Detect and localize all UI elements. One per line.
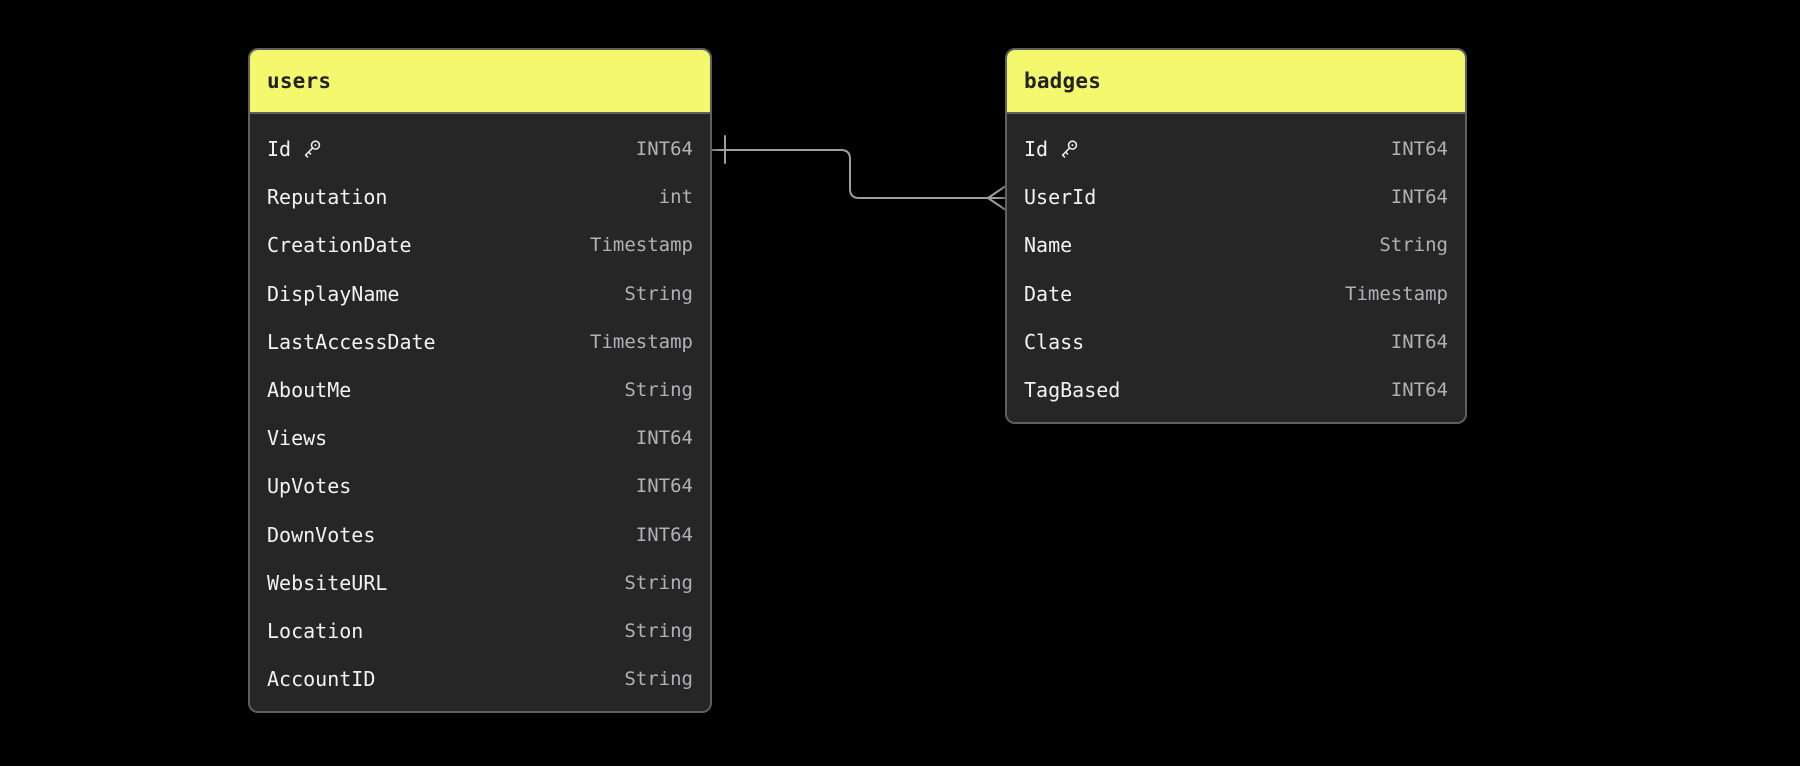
entity-title: badges xyxy=(1024,69,1102,93)
field-row[interactable]: AboutMe String xyxy=(250,366,710,414)
field-row[interactable]: Class INT64 xyxy=(1007,318,1465,366)
field-type: INT64 xyxy=(1390,330,1448,353)
field-name-group: WebsiteURL xyxy=(267,571,387,595)
field-name-group: LastAccessDate xyxy=(267,330,436,354)
field-name-group: Id xyxy=(267,137,323,161)
field-type: Timestamp xyxy=(590,330,693,353)
entity-header-badges[interactable]: badges xyxy=(1007,50,1465,114)
field-name: LastAccessDate xyxy=(267,329,436,354)
entity-table-users[interactable]: users Id INT64 Reputation int CreationDa… xyxy=(248,48,712,714)
field-name: Id xyxy=(1024,137,1049,162)
field-name: UserId xyxy=(1024,185,1097,210)
field-row[interactable]: DownVotes INT64 xyxy=(250,511,710,559)
field-name: UpVotes xyxy=(267,474,352,499)
field-type: INT64 xyxy=(635,523,693,546)
field-row[interactable]: Reputation int xyxy=(250,173,710,221)
field-name: Class xyxy=(1024,329,1085,354)
primary-key-icon xyxy=(304,140,321,158)
field-type: String xyxy=(624,282,693,305)
field-type: INT64 xyxy=(635,138,693,161)
field-name-group: UserId xyxy=(1024,185,1096,209)
field-name: Date xyxy=(1024,281,1073,306)
field-row[interactable]: AccountID String xyxy=(250,655,710,703)
field-row[interactable]: DisplayName String xyxy=(250,270,710,318)
field-type: Timestamp xyxy=(1345,282,1448,305)
field-type: INT64 xyxy=(635,475,693,498)
field-name: WebsiteURL xyxy=(267,570,388,595)
entity-table-badges[interactable]: badges Id INT64 UserId INT64 Name xyxy=(1005,48,1467,425)
field-name-group: DownVotes xyxy=(267,523,375,547)
field-type: String xyxy=(624,668,693,691)
field-name: Views xyxy=(267,426,328,451)
entity-header-users[interactable]: users xyxy=(250,50,710,114)
field-type: String xyxy=(624,379,693,402)
field-name: TagBased xyxy=(1024,378,1121,403)
field-type: String xyxy=(1379,234,1448,257)
field-name-group: CreationDate xyxy=(267,233,412,257)
field-type: Timestamp xyxy=(590,234,693,257)
field-name: AboutMe xyxy=(267,378,352,403)
field-name: DisplayName xyxy=(267,281,400,306)
field-row[interactable]: CreationDate Timestamp xyxy=(250,221,710,269)
entity-fields-badges: Id INT64 UserId INT64 Name String xyxy=(1007,114,1465,423)
field-row[interactable]: Date Timestamp xyxy=(1007,270,1465,318)
primary-key-icon xyxy=(1061,140,1078,158)
field-name-group: Reputation xyxy=(267,185,387,209)
field-name-group: AboutMe xyxy=(267,378,351,402)
field-name: AccountID xyxy=(267,667,376,692)
field-name: DownVotes xyxy=(267,522,376,547)
field-name-group: AccountID xyxy=(267,667,375,691)
field-row[interactable]: Id INT64 xyxy=(250,125,710,173)
field-row[interactable]: UpVotes INT64 xyxy=(250,462,710,510)
field-name: Reputation xyxy=(267,185,388,210)
field-name: CreationDate xyxy=(267,233,412,258)
field-type: int xyxy=(658,186,693,209)
field-name-group: Views xyxy=(267,426,327,450)
field-name: Id xyxy=(267,137,292,162)
field-row[interactable]: Views INT64 xyxy=(250,414,710,462)
field-type: INT64 xyxy=(635,427,693,450)
field-row[interactable]: Location String xyxy=(250,607,710,655)
field-name-group: Date xyxy=(1024,282,1072,306)
field-type: String xyxy=(624,619,693,642)
field-type: String xyxy=(624,571,693,594)
field-type: INT64 xyxy=(1390,186,1448,209)
field-name: Name xyxy=(1024,233,1073,258)
field-name-group: TagBased xyxy=(1024,378,1120,402)
field-row[interactable]: Id INT64 xyxy=(1007,125,1465,173)
field-row[interactable]: LastAccessDate Timestamp xyxy=(250,318,710,366)
field-type: INT64 xyxy=(1390,379,1448,402)
field-name-group: Location xyxy=(267,619,363,643)
field-row[interactable]: UserId INT64 xyxy=(1007,173,1465,221)
entity-fields-users: Id INT64 Reputation int CreationDate Tim… xyxy=(250,114,710,712)
field-type: INT64 xyxy=(1390,138,1448,161)
field-name-group: Name xyxy=(1024,233,1072,257)
field-name-group: Id xyxy=(1024,137,1080,161)
field-name-group: Class xyxy=(1024,330,1084,354)
field-name: Location xyxy=(267,618,364,643)
connector-path xyxy=(711,149,989,199)
field-row[interactable]: Name String xyxy=(1007,221,1465,269)
field-row[interactable]: TagBased INT64 xyxy=(1007,366,1465,414)
field-row[interactable]: WebsiteURL String xyxy=(250,559,710,607)
field-name-group: DisplayName xyxy=(267,282,399,306)
cardinality-many-crowfoot xyxy=(987,185,1006,211)
entity-title: users xyxy=(267,69,332,93)
field-name-group: UpVotes xyxy=(267,474,351,498)
